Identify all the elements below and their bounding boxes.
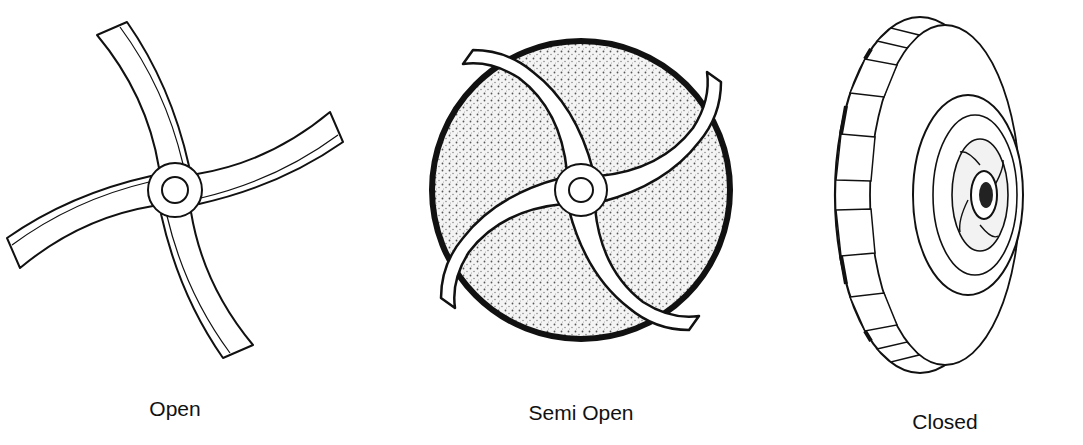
impeller-type-label: Open	[149, 396, 200, 421]
semi-open-impeller	[432, 41, 730, 339]
open-impeller	[7, 22, 343, 358]
impeller-type-label: Closed	[912, 409, 977, 434]
closed-impeller	[835, 17, 1023, 373]
impeller-type-label: Semi Open	[528, 400, 633, 425]
